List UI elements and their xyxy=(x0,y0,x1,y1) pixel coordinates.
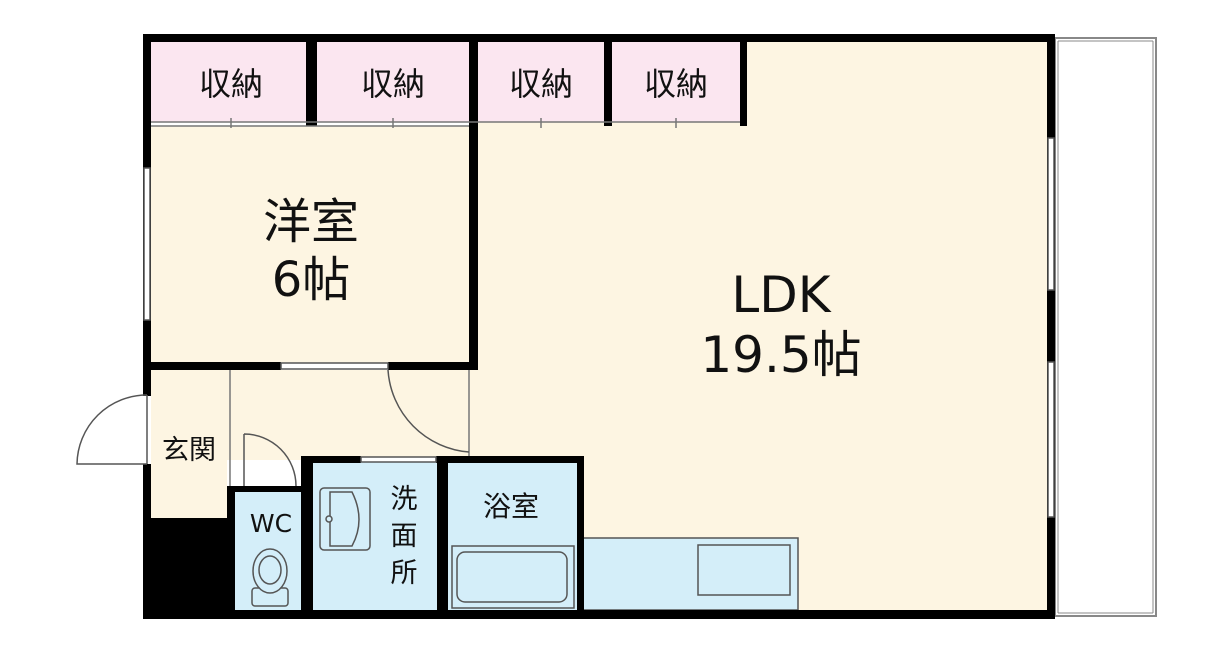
storage-4-fill xyxy=(612,42,740,122)
doors xyxy=(76,369,470,487)
ldk-size: 19.5帖 xyxy=(700,326,861,384)
wc-label: WC xyxy=(250,509,292,538)
western-room-name: 洋室 xyxy=(263,194,359,250)
storage-1-fill xyxy=(151,42,306,122)
walls xyxy=(143,34,1055,619)
ldk-name: LDK xyxy=(731,266,831,324)
washroom-char-2: 面 xyxy=(391,521,418,552)
storage-3-label: 収納 xyxy=(509,65,573,103)
western-room-size: 6帖 xyxy=(272,252,351,308)
sink xyxy=(697,544,791,596)
storage-3-fill xyxy=(478,42,604,122)
western-room-floor xyxy=(151,126,471,366)
bathtub xyxy=(451,545,575,609)
windows xyxy=(143,137,1055,518)
thin-partitions xyxy=(151,118,740,486)
entrance-floor xyxy=(151,370,227,518)
storage-1-label: 収納 xyxy=(199,65,263,103)
entrance-label: 玄関 xyxy=(162,435,216,466)
washbasin xyxy=(319,487,371,551)
washroom-char-3: 所 xyxy=(391,558,418,589)
bathroom-label: 浴室 xyxy=(483,490,539,523)
toilet xyxy=(251,548,289,607)
storage-2-fill xyxy=(317,42,469,122)
balcony xyxy=(1054,37,1157,617)
storage-2-label: 収納 xyxy=(361,65,425,103)
storage-4-label: 収納 xyxy=(644,65,708,103)
washroom-char-1: 洗 xyxy=(391,484,418,515)
